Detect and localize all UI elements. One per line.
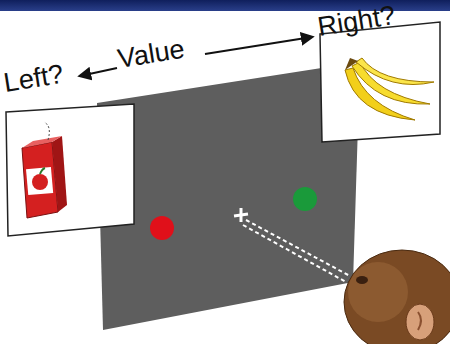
red-target [150, 216, 174, 240]
banana-card [320, 22, 440, 142]
left-arrow [80, 68, 117, 76]
gaze-line [243, 220, 350, 282]
monkey-head [344, 250, 450, 344]
axis-label: Left? [2, 61, 66, 97]
juice-card [6, 104, 134, 236]
green-target [293, 187, 317, 211]
right-arrow [205, 37, 312, 54]
fixation-cross [234, 208, 248, 222]
axis-label: Value [116, 36, 186, 73]
